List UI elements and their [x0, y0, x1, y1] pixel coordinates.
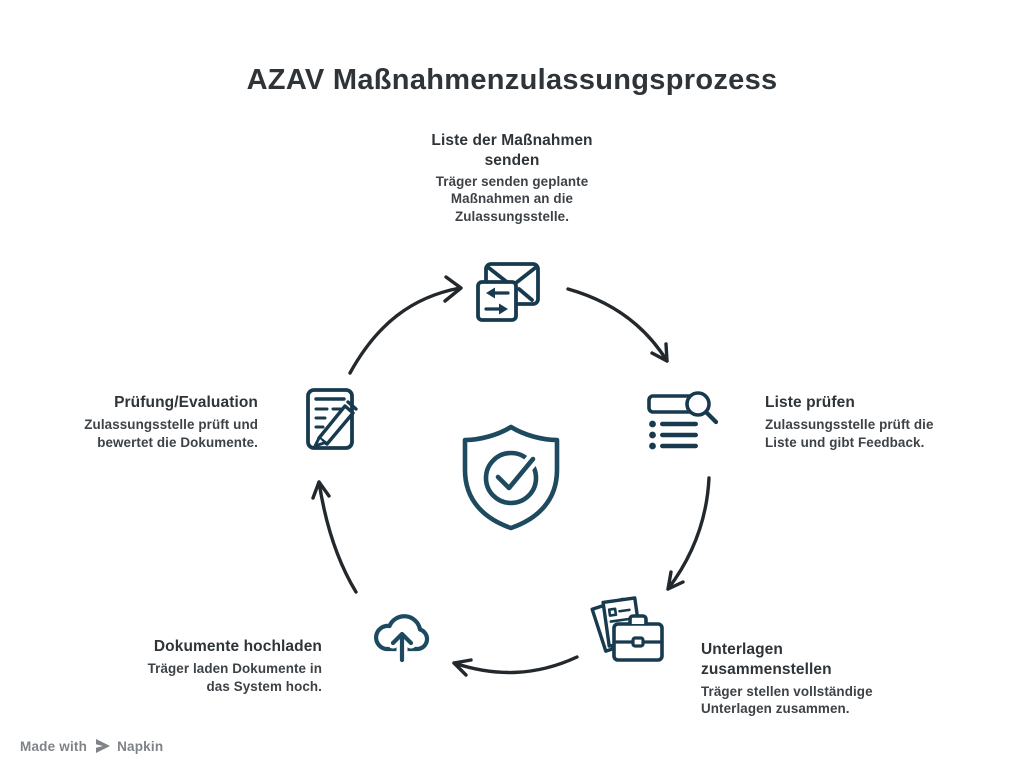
napkin-logo-icon — [96, 739, 111, 753]
arrow-top-to-right — [566, 287, 669, 363]
watermark-brand: Napkin — [117, 738, 164, 754]
step-compile-documents-body: Träger stellen vollständige Unterlagen z… — [701, 683, 873, 717]
arrow-bottomright-to-bottomleft — [452, 655, 579, 675]
shield-check-icon — [462, 424, 560, 531]
step-evaluation-body: Zulassungsstelle prüft und bewertet die … — [84, 416, 258, 450]
arrow-left-to-top — [348, 286, 462, 375]
step-check-list-body: Zulassungsstelle prüft die Liste und gib… — [765, 416, 934, 450]
clipboard-pen-icon — [306, 388, 358, 450]
step-upload-documents: Dokumente hochladen Träger laden Dokumen… — [117, 637, 322, 695]
arrowhead-bottomright-to-bottomleft — [452, 658, 473, 677]
arrowhead-top-to-right — [650, 342, 669, 363]
envelope-transfer-icon — [476, 262, 540, 322]
step-compile-documents-heading: Unterlagen zusammenstellen — [701, 641, 832, 678]
step-compile-documents: Unterlagen zusammenstellen Träger stelle… — [701, 640, 896, 718]
step-evaluation: Prüfung/Evaluation Zulassungsstelle prüf… — [63, 393, 258, 451]
step-evaluation-heading: Prüfung/Evaluation — [114, 394, 258, 411]
arrowhead-bottomleft-to-left — [311, 480, 331, 500]
arrow-right-to-bottomright — [666, 476, 711, 591]
page-title: AZAV Maßnahmenzulassungsprozess — [246, 64, 778, 96]
arrowhead-right-to-bottomright — [666, 570, 685, 591]
step-send-list-heading: Liste der Maßnahmen senden — [431, 132, 593, 169]
cloud-upload-icon — [374, 614, 430, 663]
step-send-list: Liste der Maßnahmen senden Träger senden… — [402, 131, 622, 226]
step-send-list-body: Träger senden geplante Maßnahmen an die … — [435, 173, 589, 225]
list-search-icon — [647, 391, 719, 450]
step-upload-documents-heading: Dokumente hochladen — [153, 638, 322, 655]
watermark: Made with Napkin — [20, 737, 163, 755]
arrowhead-left-to-top — [443, 275, 463, 303]
watermark-prefix: Made with — [20, 738, 88, 754]
step-check-list-heading: Liste prüfen — [765, 394, 855, 411]
step-upload-documents-body: Träger laden Dokumente in das System hoc… — [147, 660, 322, 694]
arrow-bottomleft-to-left — [317, 480, 358, 594]
briefcase-documents-icon — [590, 596, 664, 662]
step-check-list: Liste prüfen Zulassungsstelle prüft die … — [765, 393, 955, 451]
